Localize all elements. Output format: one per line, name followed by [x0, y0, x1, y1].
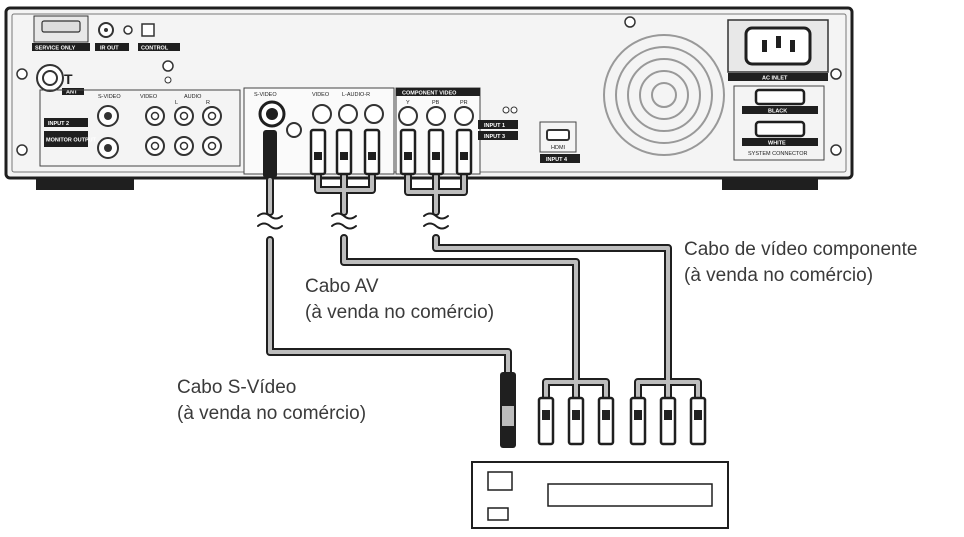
black-label: BLACK [768, 109, 787, 115]
hdmi-port: HDMI INPUT 4 [539, 121, 580, 163]
input2-audio-l-label: L [175, 100, 178, 106]
device-display [487, 471, 513, 491]
svideo-plug-tv [263, 130, 277, 178]
input2-block: INPUT 2 MONITOR OUTPUT S-VIDEO VIDEO AUD… [39, 89, 241, 167]
cable-break-marks [257, 212, 449, 230]
service-only-label: SERVICE ONLY [35, 46, 76, 52]
av-cable-note: (à venda no comércio) [305, 302, 495, 323]
comp-plug-device-2 [659, 396, 677, 446]
input2-svideo-label: S-VIDEO [98, 94, 121, 100]
component-cable-note: (à venda no comércio) [684, 265, 874, 286]
control-port: CONTROL [138, 23, 180, 52]
comp-plug-device-1 [629, 396, 647, 446]
right-foot [722, 178, 818, 190]
component-cable-label: Cabo de vídeo componente [684, 239, 918, 260]
system-connector: BLACK WHITE SYSTEM CONNECTOR [733, 85, 825, 161]
av-cable-label: Cabo AV [305, 276, 379, 297]
system-connector-label: SYSTEM CONNECTOR [748, 151, 808, 157]
input1-svideo-label: S-VIDEO [254, 92, 277, 98]
ac-inlet: AC INLET [727, 19, 829, 82]
ir-out-label: IR OUT [100, 46, 119, 52]
svideo-cable [266, 176, 512, 376]
comp-plug-device-3 [689, 396, 707, 446]
comp-pr-label: PR [460, 100, 468, 106]
input1-tag: INPUT 1 [484, 123, 505, 129]
av-plug-device-2 [567, 396, 585, 446]
cables [257, 172, 702, 402]
ac-inlet-label: AC INLET [762, 76, 788, 82]
monitor-output-label: MONITOR OUTPUT [46, 138, 97, 144]
service-port-group: SERVICE ONLY [32, 15, 90, 52]
external-device [471, 461, 729, 529]
comp-pb-label: PB [432, 100, 440, 106]
hdmi-label: HDMI [551, 145, 566, 151]
input2-audio-r-label: R [206, 100, 210, 106]
ant-label: ANT [66, 90, 78, 96]
input2-audio-label: AUDIO [184, 94, 202, 100]
input2-label: INPUT 2 [48, 121, 69, 127]
svg-text:T: T [64, 71, 73, 87]
ir-out-port: IR OUT [95, 22, 133, 52]
device-side-plugs [500, 372, 707, 448]
input2-video-label: VIDEO [140, 94, 158, 100]
input4-tag: INPUT 4 [546, 157, 568, 163]
fan-grill [603, 34, 725, 156]
tv-side-plugs [263, 128, 473, 178]
svideo-cable-label: Cabo S-Vídeo [177, 377, 297, 398]
av-cable [314, 172, 610, 402]
left-foot [36, 178, 134, 190]
input3-tag: INPUT 3 [484, 134, 505, 140]
av-plug-device-1 [537, 396, 555, 446]
antenna-port: T ANT [36, 64, 84, 96]
component-cable [404, 172, 702, 402]
component-video-label: COMPONENT VIDEO [402, 91, 457, 97]
white-label: WHITE [768, 141, 786, 147]
control-label: CONTROL [141, 46, 169, 52]
comp-y-label: Y [406, 100, 410, 106]
input1-video-label: VIDEO [312, 92, 330, 98]
svideo-cable-note: (à venda no comércio) [177, 403, 367, 424]
device-disc-tray [547, 483, 713, 507]
input1-audio-label: L-AUDIO-R [342, 92, 370, 98]
av-plug-device-3 [597, 396, 615, 446]
device-button [487, 507, 509, 521]
